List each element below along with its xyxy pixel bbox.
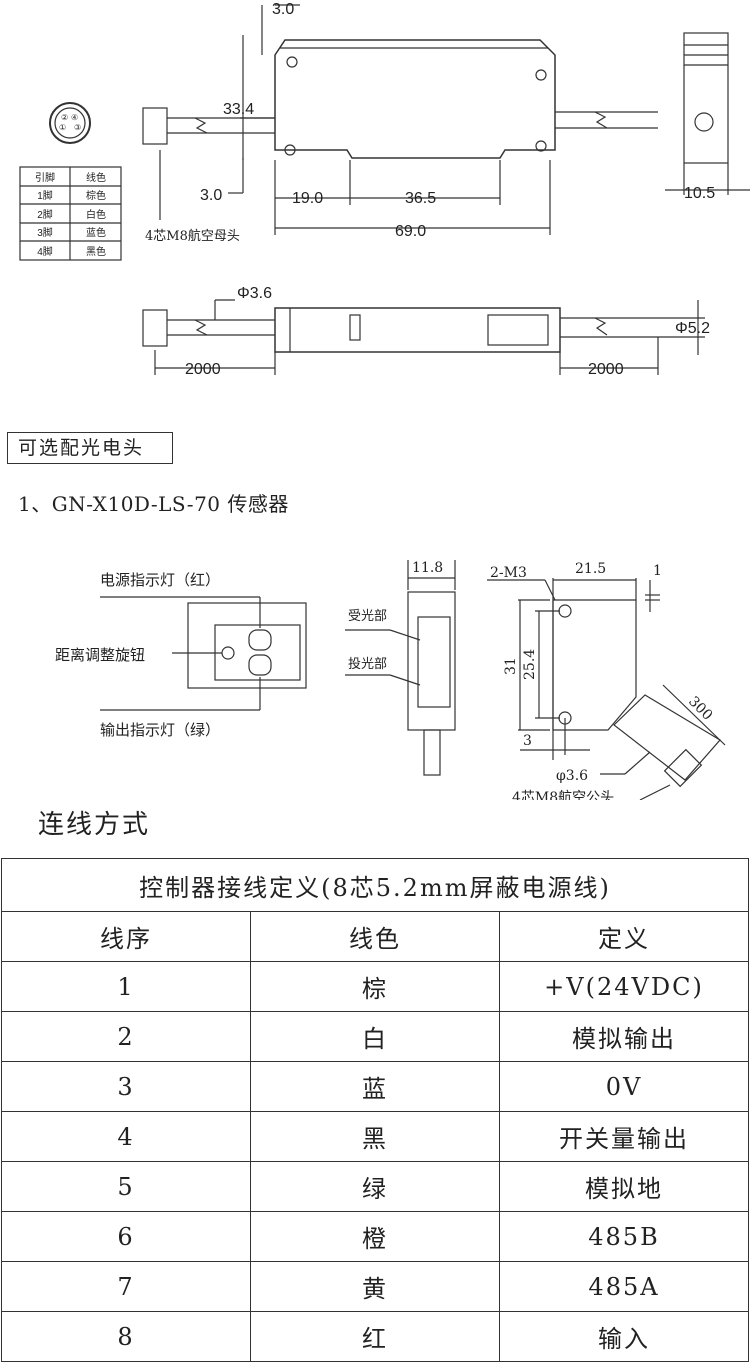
table-header-row: 线序 线色 定义 xyxy=(1,911,749,962)
dim-2000-right: 2000 xyxy=(588,361,624,378)
color-header: 线色 xyxy=(86,171,106,184)
wire-definition: 模拟地 xyxy=(499,1161,749,1212)
sensor-back-view: 2-M3 21.5 1 31 25.4 3 300 φ3.6 4芯M8航空公头 xyxy=(487,561,726,800)
wire-order: 4 xyxy=(1,1111,251,1162)
dim-25-4: 25.4 xyxy=(522,649,538,680)
distance-knob-label: 距离调整旋钮 xyxy=(55,646,145,664)
wire-definition: 485A xyxy=(499,1261,749,1312)
dim-10-5: 10.5 xyxy=(684,185,715,202)
sensor-front-view: 电源指示灯（红） 距离调整旋钮 输出指示灯（绿） xyxy=(55,571,307,739)
technical-drawing: ② ④ ① ③ 引脚 线色 1脚 棕色 2脚 白色 3脚 蓝色 4脚 黑色 xyxy=(19,1,750,800)
color-cell: 棕色 xyxy=(86,189,106,202)
optional-heads-label: 可选配光电头 xyxy=(7,432,173,464)
dim-3: 3 xyxy=(523,733,532,749)
wire-color: 黄 xyxy=(250,1261,500,1312)
pin-cell: 4脚 xyxy=(37,245,53,258)
wire-order: 1 xyxy=(1,961,251,1012)
wire-definition: 输入 xyxy=(499,1311,749,1362)
dim-19-0: 19.0 xyxy=(292,190,323,207)
pin-1-label: ① xyxy=(59,123,66,132)
dim-36-5: 36.5 xyxy=(405,190,436,207)
color-cell: 白色 xyxy=(86,208,106,221)
dim-11-8: 11.8 xyxy=(412,560,443,576)
dim-2-m3: 2-M3 xyxy=(490,565,527,581)
pin-table: 引脚 线色 1脚 棕色 2脚 白色 3脚 蓝色 4脚 黑色 xyxy=(19,166,122,261)
dim-2000-left: 2000 xyxy=(185,361,221,378)
wire-color: 白 xyxy=(250,1011,500,1062)
amplifier-top-view: 3.0 33.4 3.0 19.0 36.5 69.0 4芯M8航空母头 xyxy=(142,1,658,244)
wire-order: 6 xyxy=(1,1211,251,1262)
amplifier-side-view: Φ3.6 Φ5.2 2000 2000 xyxy=(142,285,710,378)
wire-order: 8 xyxy=(1,1311,251,1362)
color-cell: 蓝色 xyxy=(86,226,106,239)
pin-3-label: ③ xyxy=(74,123,81,132)
connector-female-label: 4芯M8航空母头 xyxy=(145,228,240,244)
wire-color: 棕 xyxy=(250,961,500,1012)
wire-definition: 模拟输出 xyxy=(499,1011,749,1062)
wire-order: 2 xyxy=(1,1011,251,1062)
dim-3-0-left: 3.0 xyxy=(200,187,222,204)
pin-header: 引脚 xyxy=(35,171,55,184)
wire-order: 5 xyxy=(1,1161,251,1212)
dim-1: 1 xyxy=(653,563,662,579)
pin-4-label: ④ xyxy=(71,113,78,122)
emitter-label: 投光部 xyxy=(348,656,387,672)
connector-face-icon: ② ④ ① ③ xyxy=(49,102,91,144)
wire-color: 黑 xyxy=(250,1111,500,1162)
header-wire-order: 线序 xyxy=(1,911,251,962)
pin-2-label: ② xyxy=(61,113,68,122)
dim-21-5: 21.5 xyxy=(575,561,606,577)
wire-order: 7 xyxy=(1,1261,251,1312)
sensor-side-view: 11.8 受光部 投光部 xyxy=(345,560,456,776)
dim-300: 300 xyxy=(685,694,715,724)
wire-definition: 0V xyxy=(499,1061,749,1112)
header-definition: 定义 xyxy=(499,911,749,962)
dim-phi-3-6: Φ3.6 xyxy=(237,285,272,302)
amplifier-end-view: 10.5 xyxy=(665,32,750,202)
table-title: 控制器接线定义(8芯5.2mm屏蔽电源线) xyxy=(1,858,749,912)
dim-31: 31 xyxy=(503,657,519,675)
wire-definition: 开关量输出 xyxy=(499,1111,749,1162)
wire-order: 3 xyxy=(1,1061,251,1112)
dim-3-0-top: 3.0 xyxy=(272,1,294,18)
dim-phi-5-2: Φ5.2 xyxy=(675,320,710,337)
dim-phi-3-6-sensor: φ3.6 xyxy=(556,768,588,784)
wire-definition: +V(24VDC) xyxy=(499,961,749,1012)
dim-33-4: 33.4 xyxy=(223,101,254,118)
receiver-label: 受光部 xyxy=(348,609,387,624)
wire-color: 绿 xyxy=(250,1161,500,1212)
wire-color: 红 xyxy=(250,1311,500,1362)
pin-cell: 1脚 xyxy=(37,189,53,202)
wire-color: 橙 xyxy=(250,1211,500,1262)
power-led-label: 电源指示灯（红） xyxy=(100,571,220,589)
sensor-title: 1、GN-X10D-LS-70 传感器 xyxy=(18,492,289,516)
output-led-label: 输出指示灯（绿） xyxy=(100,721,220,739)
dim-69-0: 69.0 xyxy=(395,223,426,240)
wiring-title: 连线方式 xyxy=(38,810,151,840)
wire-color: 蓝 xyxy=(250,1061,500,1112)
pin-cell: 3脚 xyxy=(37,226,53,239)
connector-male-label: 4芯M8航空公头 xyxy=(512,790,614,800)
wire-definition: 485B xyxy=(499,1211,749,1262)
pin-cell: 2脚 xyxy=(37,208,53,221)
header-wire-color: 线色 xyxy=(250,911,500,962)
color-cell: 黑色 xyxy=(86,245,106,258)
